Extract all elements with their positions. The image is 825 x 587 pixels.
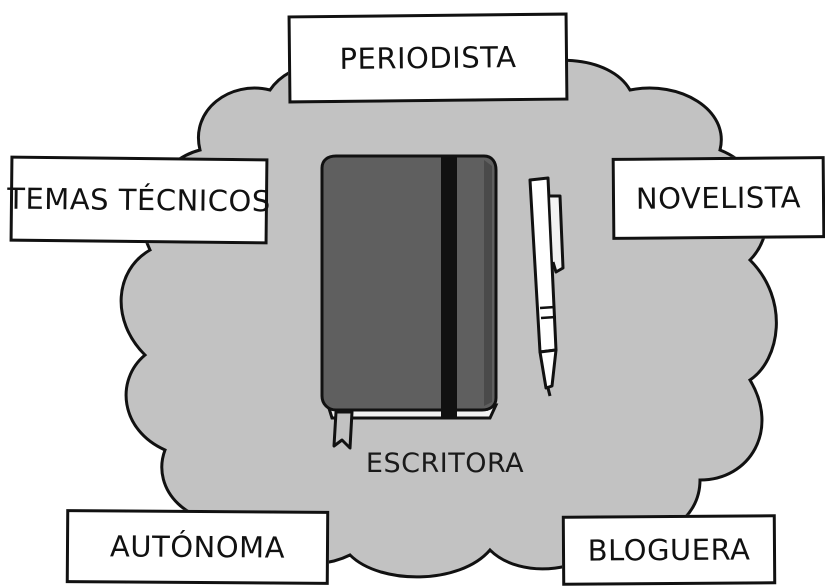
role-text: BLOGUERA bbox=[587, 532, 751, 568]
role-text: AUTÓNOMA bbox=[109, 529, 286, 565]
pen-icon bbox=[528, 176, 565, 397]
center-label: ESCRITORA bbox=[365, 448, 525, 479]
role-label-temas-tecnicos: TEMAS TÉCNICOS bbox=[7, 155, 271, 245]
role-text: TEMAS TÉCNICOS bbox=[7, 181, 271, 219]
role-label-novelista: NOVELISTA bbox=[611, 156, 825, 240]
role-label-periodista: PERIODISTA bbox=[287, 12, 569, 104]
role-label-bloguera: BLOGUERA bbox=[561, 514, 777, 586]
notebook-icon bbox=[320, 154, 499, 450]
role-text: PERIODISTA bbox=[339, 40, 517, 76]
role-label-autonoma: AUTÓNOMA bbox=[65, 509, 330, 585]
role-text: NOVELISTA bbox=[635, 180, 802, 216]
